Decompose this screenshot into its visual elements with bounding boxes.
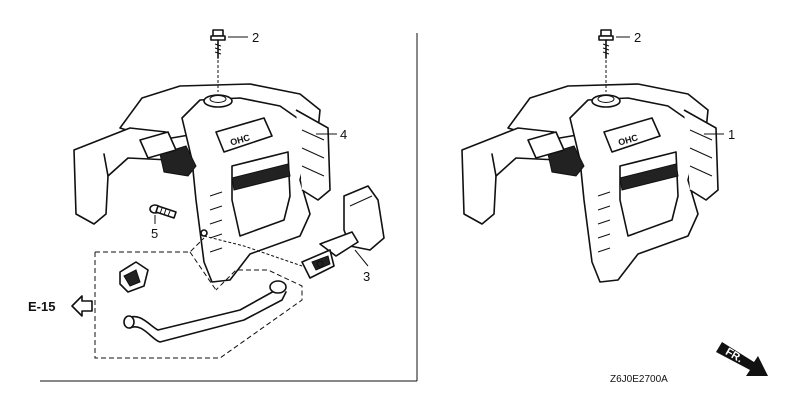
reference-arrow [71, 295, 93, 317]
engine-cover-right: OHC [461, 83, 719, 283]
engine-cover-left: OHC [73, 83, 331, 283]
reference-label: E-15 [28, 299, 55, 314]
callout-bolt-right: 2 [634, 30, 641, 45]
hose-group [94, 237, 303, 359]
callout-screw: 5 [151, 226, 158, 241]
bolt-right [598, 29, 614, 92]
left-frame [40, 33, 418, 382]
callout-lever: 3 [363, 269, 370, 284]
front-direction-arrow: FR. [716, 342, 768, 376]
screw [149, 204, 177, 219]
bolt-left [210, 29, 226, 92]
callout-cover-left: 4 [340, 127, 347, 142]
callout-bolt-left: 2 [252, 30, 259, 45]
choke-lever [301, 185, 385, 279]
callout-cover-right: 1 [728, 127, 735, 142]
diagram-code: Z6J0E2700A [610, 374, 668, 385]
